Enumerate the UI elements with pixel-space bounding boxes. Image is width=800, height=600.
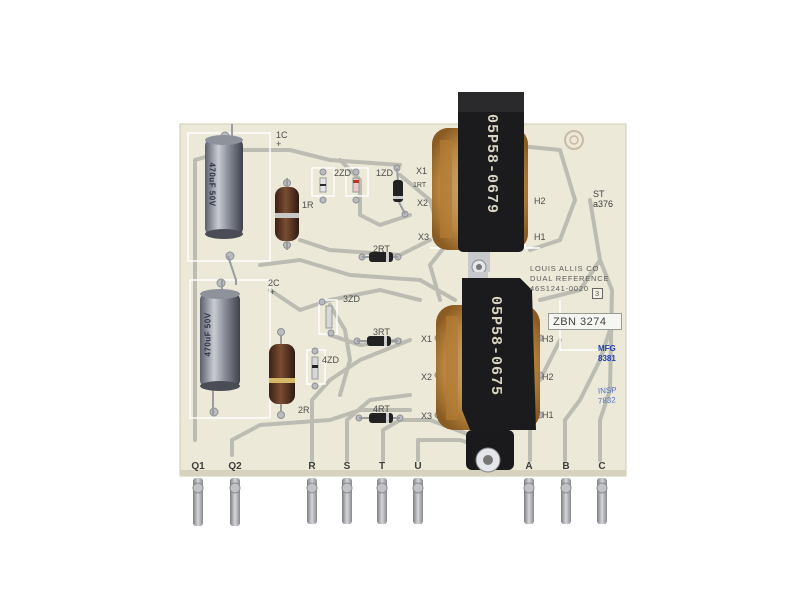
maker-line: LOUIS ALLIS CO xyxy=(530,264,600,273)
mfg-stamp: MFG xyxy=(598,344,616,353)
silk-1c-plus: + xyxy=(276,139,282,149)
copper-traces xyxy=(193,143,614,462)
pin-label-a: A xyxy=(525,461,533,472)
resistor-1r xyxy=(275,178,299,250)
silk-2zd: 2ZD xyxy=(334,168,352,178)
pin-label-r: R xyxy=(308,461,316,472)
revision-box: 3 xyxy=(592,288,603,299)
st-number: a376 xyxy=(593,199,614,209)
capacitor-2c-marking: 470uF 50V xyxy=(203,312,213,357)
part-number: 46S1241-0020 xyxy=(530,284,589,293)
silk-h1-upper: H1 xyxy=(534,232,546,242)
silk-h2-upper: H2 xyxy=(534,196,546,206)
insp-stamp-number: 7832 xyxy=(597,395,617,406)
pin-label-b: B xyxy=(562,461,570,472)
title-line: DUAL REFERENCE xyxy=(530,274,610,283)
silk-1zd: 1ZD xyxy=(376,168,394,178)
silk-x1-lower: X1 xyxy=(421,334,433,344)
silk-x2-lower: X2 xyxy=(421,372,433,382)
pin-label-q2: Q2 xyxy=(228,461,242,472)
pin-label-u: U xyxy=(414,461,422,472)
rectifier-diodes xyxy=(357,167,406,423)
inspection-seal xyxy=(564,130,584,150)
pin-label-s: S xyxy=(343,461,351,472)
silk-3rt: 3RT xyxy=(373,327,390,337)
pin-label-t: T xyxy=(378,461,386,472)
silk-1r: 1R xyxy=(302,200,314,210)
transformer-lower-label: 05P58-0675 xyxy=(487,296,504,397)
silk-4zd: 4ZD xyxy=(322,355,340,365)
silk-x3-lower: X3 xyxy=(421,411,433,421)
pin-label-c: C xyxy=(598,461,606,472)
transformer-lower xyxy=(436,272,540,473)
silk-h3-lower: H3 xyxy=(542,334,554,344)
silk-x1-upper: X1 xyxy=(416,166,428,176)
silk-x2-upper: X2 xyxy=(417,198,429,208)
silk-h2-lower: H2 xyxy=(542,372,554,382)
silk-2rt: 2RT xyxy=(373,244,390,254)
capacitor-1c-marking: 470uF 50V xyxy=(207,162,217,207)
silk-x3-upper: X3 xyxy=(418,232,430,242)
silk-2c-plus: + xyxy=(270,287,276,297)
silk-1c: 1C xyxy=(276,130,288,140)
mfg-stamp-number: 8381 xyxy=(598,354,616,363)
silk-1rt: 1RT xyxy=(413,182,427,189)
st-label: ST xyxy=(593,189,605,199)
capacitor-2c xyxy=(200,280,240,415)
zener-diodes xyxy=(311,177,360,380)
pin-label-q1: Q1 xyxy=(191,461,205,472)
transformer-upper xyxy=(432,92,528,275)
silk-3zd: 3ZD xyxy=(343,294,361,304)
silk-2r: 2R xyxy=(298,405,310,415)
silk-2c: 2C xyxy=(268,278,280,288)
silk-h1-lower: H1 xyxy=(542,410,554,420)
edge-connector-pins xyxy=(193,478,607,526)
transformer-upper-label: 05P58-0679 xyxy=(483,114,500,215)
silk-4rt: 4RT xyxy=(373,404,390,414)
serial-sticker: ZBN 3274 xyxy=(548,313,622,330)
capacitor-1c xyxy=(205,124,243,285)
resistor-2r xyxy=(269,335,295,412)
